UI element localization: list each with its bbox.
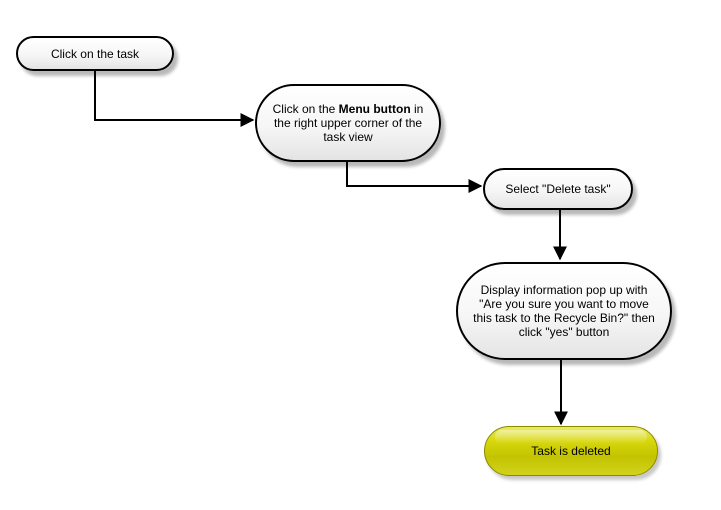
node-delete-task-label: Select "Delete task" (505, 182, 611, 196)
connector-click-task-to-menu-button (94, 71, 255, 127)
node-task-deleted-label: Task is deleted (531, 444, 611, 458)
node-menu-button-label-after: in the right upper corner of the task vi… (273, 102, 424, 144)
node-task-deleted: Task is deleted (484, 426, 658, 476)
node-menu-button: Click on the Menu button in the right up… (255, 84, 441, 162)
node-confirm-popup-label: Display information pop up with "Are you… (473, 283, 655, 339)
node-click-task: Click on the task (16, 36, 174, 71)
node-delete-task: Select "Delete task" (483, 168, 633, 210)
connector-menu-button-to-delete-task (346, 162, 483, 193)
node-confirm-popup: Display information pop up with "Are you… (456, 262, 672, 360)
node-menu-button-label-bold: Menu button (338, 102, 411, 116)
node-menu-button-label: Click on the Menu button in the right up… (267, 102, 429, 144)
node-click-task-label: Click on the task (50, 46, 140, 61)
node-menu-button-label-before: Click on the (272, 102, 339, 116)
